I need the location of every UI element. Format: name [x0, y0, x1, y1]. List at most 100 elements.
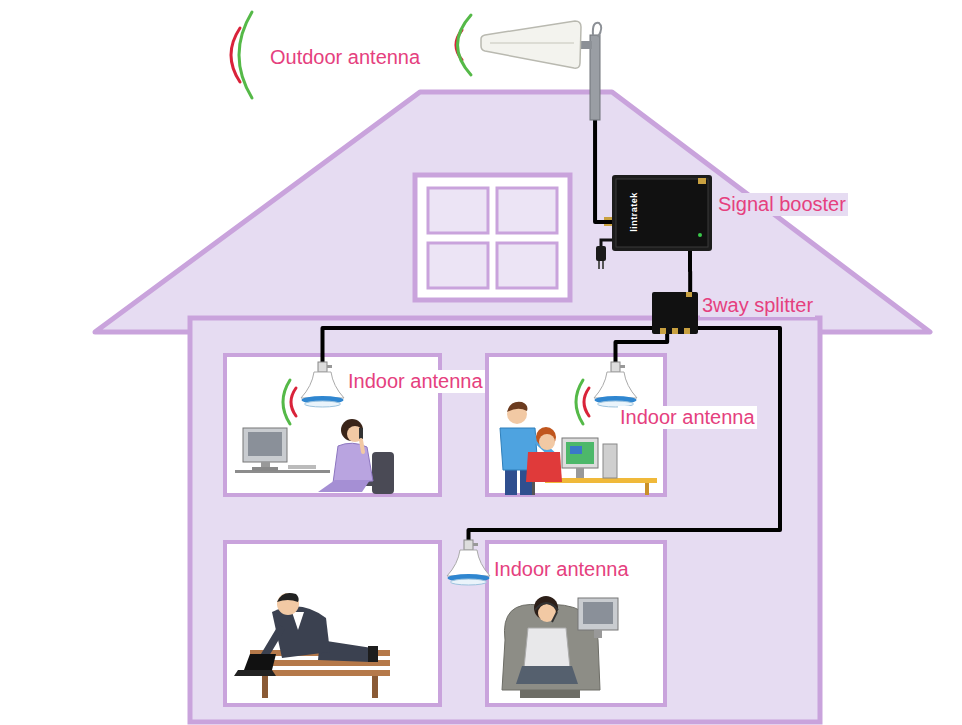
sleeping-man-figure-part	[262, 676, 268, 698]
call-center-figure	[502, 596, 618, 698]
coax-cable	[469, 328, 781, 540]
antenna-base	[305, 401, 341, 407]
office-worker-figure-part	[359, 428, 363, 439]
antenna-connector	[473, 543, 478, 546]
antenna-connector	[327, 365, 332, 368]
call-center-figure-part	[524, 628, 570, 668]
node-label: Outdoor antenna	[268, 46, 422, 69]
antenna-connector	[318, 362, 327, 372]
call-center-figure-part	[578, 598, 618, 630]
signal-wave-part	[239, 12, 252, 98]
computer-users-figure-part	[507, 402, 527, 412]
house-part	[95, 92, 930, 332]
power-plug-part	[604, 217, 612, 226]
booster-panel	[616, 179, 708, 247]
signal-booster: Signal booster	[612, 175, 712, 251]
room	[225, 355, 665, 705]
attic-window-part	[415, 175, 570, 300]
sleeping-man-figure	[234, 593, 390, 698]
office-worker-figure-part	[288, 465, 316, 469]
sleeping-man-figure-part	[292, 612, 304, 630]
indoor-antenna-icon	[593, 362, 638, 410]
coax-cable	[688, 251, 692, 292]
node-label: Indoor antenna	[346, 370, 485, 393]
antenna-base	[451, 579, 487, 585]
power-plug-part	[598, 261, 600, 269]
antenna-connector	[464, 540, 473, 550]
office-worker-figure-part	[252, 467, 278, 471]
antenna-dome	[594, 372, 637, 398]
signal-wave-part	[584, 388, 589, 416]
computer-users-figure-part	[645, 483, 649, 495]
splitter-case	[652, 292, 698, 334]
signal-wave-part	[291, 388, 296, 416]
node-label: Signal booster	[716, 193, 848, 216]
indoor-antenna: Indoor antenna	[446, 540, 491, 588]
connector	[660, 328, 666, 334]
antenna-loop	[593, 23, 601, 37]
connector	[672, 328, 678, 334]
attic-window-part	[428, 188, 488, 233]
connector	[684, 328, 690, 334]
power-plug	[596, 217, 612, 269]
connector	[686, 292, 692, 297]
call-center-figure-part	[520, 690, 580, 698]
office-worker-figure-part	[361, 440, 363, 452]
house-part	[190, 318, 820, 722]
outdoor-antenna-icon	[478, 15, 602, 120]
computer-users-figure-part	[576, 468, 584, 478]
room-part	[225, 542, 440, 705]
computer-users-figure-part	[566, 442, 594, 464]
call-center-figure-part	[516, 666, 578, 684]
power-plug-part	[601, 240, 612, 247]
office-worker-figure-part	[341, 419, 363, 441]
computer-users-figure-part	[562, 438, 598, 468]
antenna-panel	[490, 42, 574, 44]
signal-booster-icon	[612, 175, 712, 251]
attic-window-part	[428, 243, 488, 288]
call-center-figure-part	[583, 602, 613, 624]
connector	[698, 178, 706, 184]
signal-wave-part	[458, 15, 472, 75]
signal-wave-part	[576, 380, 583, 424]
sleeping-man-figure-part	[277, 593, 299, 602]
office-worker-figure-part	[235, 470, 330, 473]
call-center-figure-part	[594, 630, 602, 638]
computer-users-figure-part	[570, 446, 582, 454]
node-label: Indoor antenna	[618, 406, 757, 429]
room-part	[487, 542, 665, 705]
sleeping-man-figure-part	[244, 654, 276, 670]
signal-wave-part	[283, 380, 290, 424]
call-center-figure-part	[552, 612, 557, 622]
brand-label: lintratek	[629, 192, 639, 232]
house	[95, 92, 930, 722]
office-worker-figure-part	[248, 432, 282, 456]
status-led	[698, 233, 702, 237]
indoor-antenna: Indoor antenna	[300, 362, 345, 410]
indoor-antenna: Indoor antenna	[593, 362, 638, 410]
computer-users-figure-part	[526, 452, 562, 482]
coax-cable	[323, 328, 653, 362]
node-label: 3way splitter	[700, 294, 815, 317]
call-center-figure-part	[535, 603, 558, 610]
signal-wave	[231, 12, 589, 424]
outdoor-antenna: Outdoor antenna	[478, 15, 602, 120]
power-plug-part	[602, 261, 604, 269]
sleeping-man-figure-part	[368, 646, 378, 662]
antenna-connector	[620, 365, 625, 368]
office-worker-figure-part	[243, 428, 287, 462]
office-worker-figure-part	[318, 480, 370, 492]
node-label: Indoor antenna	[492, 558, 631, 581]
coax-cable	[595, 120, 612, 222]
power-plug-part	[596, 246, 606, 261]
computer-users-figure-part	[603, 444, 617, 478]
splitter-icon	[652, 292, 698, 334]
splitter: 3way splitter	[652, 292, 698, 334]
office-worker-figure-part	[333, 443, 373, 483]
computer-users-figure-part	[539, 434, 555, 450]
sleeping-man-figure-part	[277, 593, 299, 615]
